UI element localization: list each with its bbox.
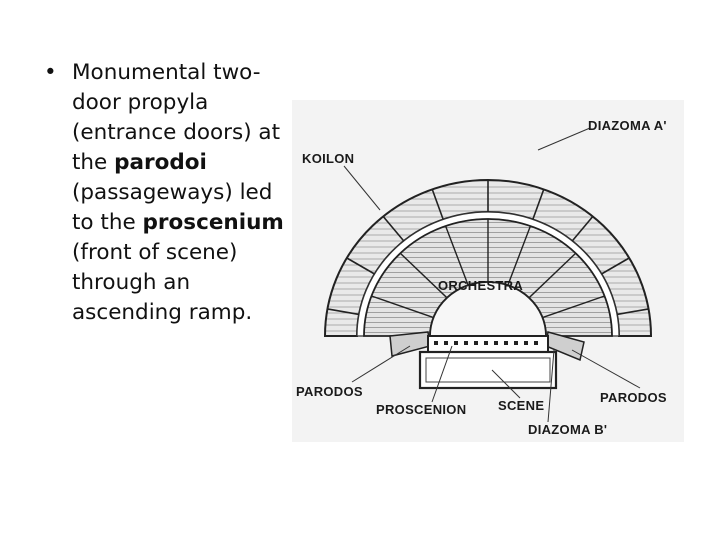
label-diazoma-a: DIAZOMA A' xyxy=(588,118,667,133)
proscenion-column xyxy=(504,341,508,345)
stairway-line xyxy=(507,225,532,286)
proscenion-column xyxy=(524,341,528,345)
label-diazoma-b: DIAZOMA B' xyxy=(528,422,607,437)
stairway-line xyxy=(571,215,594,242)
bullet-point: • Monumental two-door propyla (entrance … xyxy=(44,58,284,328)
proscenion-column xyxy=(494,341,498,345)
leader-parodos-left xyxy=(351,345,411,383)
stairway-line xyxy=(542,295,605,319)
leader-koilon xyxy=(343,165,381,211)
stairway-line xyxy=(601,257,630,275)
label-scene: SCENE xyxy=(498,398,544,413)
leader-scene xyxy=(491,369,521,399)
proscenion-column xyxy=(474,341,478,345)
proscenion-columns xyxy=(434,341,538,345)
leader-diazoma-a xyxy=(537,127,591,151)
proscenion-column xyxy=(514,341,518,345)
leader-proscenion xyxy=(431,345,453,403)
label-orchestra: ORCHESTRA xyxy=(438,278,523,293)
label-parodos-left: PARODOS xyxy=(296,384,363,399)
bullet-text: Monumental two-door propyla (entrance do… xyxy=(72,58,284,328)
stairway-line xyxy=(532,189,545,220)
term-proscenium: proscenium xyxy=(142,210,284,235)
label-koilon: KOILON xyxy=(302,151,354,166)
leader-parodos-right xyxy=(571,349,641,389)
stairway-line xyxy=(444,225,469,286)
stairway-line xyxy=(327,308,360,316)
bullet-text-part: Monumental two-door propyla (entrance do… xyxy=(72,60,281,175)
proscenion-column xyxy=(464,341,468,345)
radial-stairways xyxy=(327,180,649,319)
bullet-text-part: (passageways) led to the xyxy=(72,180,273,235)
orchestra-circle xyxy=(429,281,547,337)
scene-building xyxy=(418,350,558,390)
leader-lines xyxy=(343,127,641,423)
bullet-dot: • xyxy=(44,60,57,85)
label-proscenion: PROSCENION xyxy=(376,402,466,417)
proscenion-column xyxy=(534,341,538,345)
stairway-line xyxy=(382,215,405,242)
proscenion-column xyxy=(444,341,448,345)
proscenion-column xyxy=(454,341,458,345)
proscenion-column xyxy=(484,341,488,345)
proscenion-column xyxy=(434,341,438,345)
stairway-line xyxy=(371,295,434,319)
bullet-text-part: (front of scene) through an ascending ra… xyxy=(72,240,253,325)
stairway-line xyxy=(346,257,375,275)
stairway-line xyxy=(399,252,448,299)
scene-inner-room xyxy=(425,357,551,383)
label-parodos-right: PARODOS xyxy=(600,390,667,405)
stairway-line xyxy=(528,252,577,299)
theater-plan-diagram: DIAZOMA A' KOILON ORCHESTRA PARODOS PARO… xyxy=(292,100,684,442)
term-parodoi: parodoi xyxy=(114,150,207,175)
stairway-line xyxy=(431,189,444,220)
leader-diazoma-b xyxy=(547,349,555,423)
stairway-line xyxy=(616,308,649,316)
